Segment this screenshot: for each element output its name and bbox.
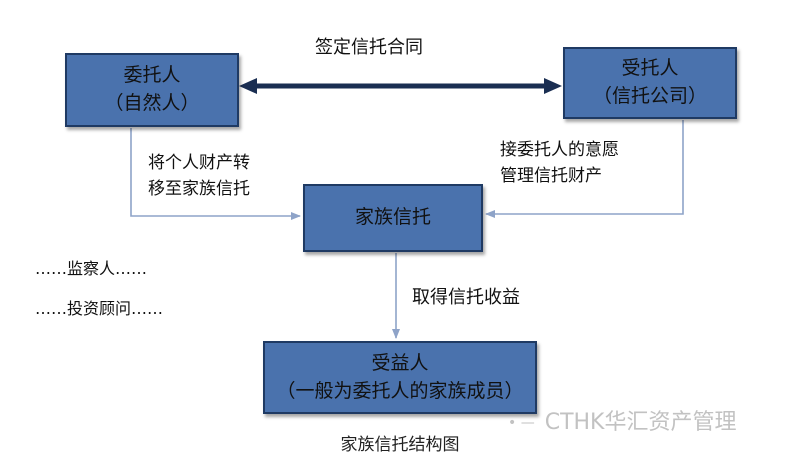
beneficiary-subtitle: （一般为委托人的家族成员） <box>276 379 524 402</box>
contract-label: 签定信托合同 <box>315 37 423 58</box>
manage-label-line: 接委托人的意愿 <box>500 140 619 160</box>
investment-advisor-label: ……投资顾问…… <box>35 299 164 319</box>
trustee-box: 受托人 （信托公司） <box>563 47 737 119</box>
trustee-subtitle: （信托公司） <box>592 85 707 107</box>
settlor-title: 委托人 <box>123 64 181 87</box>
transfer-label: 将个人财产转 移至家族信托 <box>148 150 250 203</box>
contract-double-arrow <box>239 78 562 94</box>
trustee-title: 受托人 <box>621 57 679 80</box>
figure-caption: 家族信托结构图 <box>340 435 460 455</box>
trustee-to-trust-arrow <box>485 120 684 218</box>
supervisor-label: ……监察人…… <box>35 259 148 278</box>
transfer-label-line: 将个人财产转 <box>148 153 250 173</box>
family-trust-title: 家族信托 <box>354 206 431 229</box>
settlor-to-trust-arrow <box>130 128 301 220</box>
settlor-box: 委托人 （自然人） <box>65 53 239 127</box>
beneficiary-box: 受益人 （一般为委托人的家族成员） <box>263 341 537 414</box>
other-roles-list: ……监察人…… ……投资顾问…… <box>35 254 163 335</box>
proceeds-label: 取得信托收益 <box>412 287 520 308</box>
watermark-logo-icon: • — <box>508 415 535 431</box>
watermark-text: CTHK华汇资产管理 <box>544 410 737 435</box>
manage-label: 接委托人的意愿 管理信托财产 <box>500 137 619 190</box>
transfer-label-line: 移至家族信托 <box>148 179 250 200</box>
manage-label-line: 管理信托财产 <box>500 166 602 187</box>
beneficiary-title: 受益人 <box>371 351 429 374</box>
settlor-subtitle: （自然人） <box>104 92 200 114</box>
family-trust-box: 家族信托 <box>303 184 483 252</box>
watermark: • — CTHK华汇资产管理 <box>508 404 737 436</box>
